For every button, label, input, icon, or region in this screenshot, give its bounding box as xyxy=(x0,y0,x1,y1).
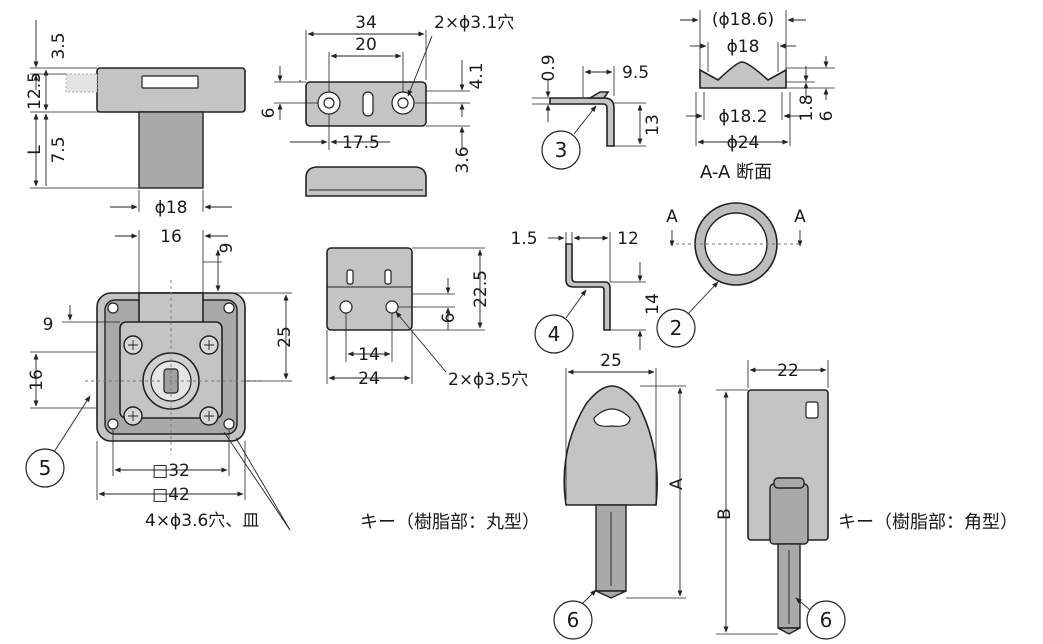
dim-22-5: 22.5 xyxy=(471,270,491,308)
dim-6-plate: 6 xyxy=(259,108,279,119)
part-bubble-6-round: 6 xyxy=(553,600,593,640)
dim-25-key: 25 xyxy=(600,351,622,371)
dim-25: 25 xyxy=(275,326,295,348)
lock-plate-front-view: 22.5 6 14 24 2×ϕ3.5穴 xyxy=(326,247,528,390)
part-bubble-3: 3 xyxy=(541,130,581,170)
dim-1-8: 1.8 xyxy=(797,94,817,121)
dim-16-left: 16 xyxy=(27,369,47,391)
dim-L: L xyxy=(25,145,45,155)
dim-6-ring: 6 xyxy=(817,111,837,122)
dim-9-5: 9.5 xyxy=(622,63,649,83)
dim-9-top: 9 xyxy=(217,243,237,254)
dim-phi18-2: ϕ18.2 xyxy=(718,107,767,127)
dim-6-front: 6 xyxy=(439,313,459,324)
ring-section-view: (ϕ18.6) ϕ18 ϕ18.2 ϕ24 1.8 6 A-A 断面 xyxy=(680,10,837,183)
dim-24: 24 xyxy=(358,369,380,389)
dim-16-top: 16 xyxy=(160,227,182,247)
dim-sq42: □42 xyxy=(152,485,190,505)
dim-22-key: 22 xyxy=(777,361,799,381)
lock-front-view: 16 9 25 9 16 □32 □42 4×ϕ3.6穴、皿 xyxy=(27,227,295,531)
dim-17-5: 17.5 xyxy=(342,133,380,153)
svg-text:5: 5 xyxy=(39,456,52,480)
lock-plate-views: 34 20 2×ϕ3.1穴 4.1 6 17.5 3.6 xyxy=(259,13,514,197)
dim-13: 13 xyxy=(643,114,663,136)
section-mark-left: A xyxy=(666,207,678,227)
key-round-caption: キー（樹脂部：丸型） xyxy=(360,512,540,533)
dim-4-1: 4.1 xyxy=(467,62,487,89)
dim-34: 34 xyxy=(355,13,377,33)
bracket-large-view: 1.5 12 14 xyxy=(510,229,663,350)
svg-text:4: 4 xyxy=(548,322,561,346)
key-round-view: 25 A キー（樹脂部：丸型） xyxy=(360,351,687,607)
key-square-view: 22 B キー（樹脂部：角型） xyxy=(715,360,1018,635)
dim-14-bracket: 14 xyxy=(643,293,663,315)
dim-9-left: 9 xyxy=(43,315,54,335)
dim-3-6: 3.6 xyxy=(453,146,473,173)
dim-0-9: 0.9 xyxy=(539,54,559,81)
dim-A: A xyxy=(667,478,687,490)
dim-2x3-1: 2×ϕ3.1穴 xyxy=(434,13,514,33)
part-bubble-4: 4 xyxy=(534,314,574,354)
dim-B: B xyxy=(715,508,735,520)
key-square-caption: キー（樹脂部：角型） xyxy=(838,512,1018,533)
dim-sq32: □32 xyxy=(152,461,190,481)
bracket-small-view: 0.9 9.5 13 xyxy=(532,54,663,147)
section-caption: A-A 断面 xyxy=(700,162,772,183)
dim-4x3-6: 4×ϕ3.6穴、皿 xyxy=(145,511,259,531)
dim-12-5: 12.5 xyxy=(25,72,45,110)
svg-text:2: 2 xyxy=(670,316,683,340)
dim-20: 20 xyxy=(355,35,377,55)
dim-14-front: 14 xyxy=(358,345,380,365)
dim-3-5: 3.5 xyxy=(49,32,69,59)
part-bubble-5: 5 xyxy=(25,448,65,488)
dim-phi18-ring: ϕ18 xyxy=(727,37,760,57)
lock-side-view: 3.5 12.5 L 7.5 ϕ18 xyxy=(25,20,246,218)
dim-12: 12 xyxy=(617,229,639,249)
ring-front-view: A A xyxy=(666,202,806,317)
dim-phi18-6: (ϕ18.6) xyxy=(712,10,774,30)
svg-text:6: 6 xyxy=(820,608,833,632)
dim-7-5: 7.5 xyxy=(49,136,69,163)
section-mark-right: A xyxy=(794,207,806,227)
dim-phi18-body: ϕ18 xyxy=(155,198,188,218)
dim-phi24: ϕ24 xyxy=(727,133,760,153)
svg-text:6: 6 xyxy=(567,608,580,632)
part-bubble-6-square: 6 xyxy=(806,600,846,640)
dim-1-5: 1.5 xyxy=(510,229,537,249)
dim-2x3-5: 2×ϕ3.5穴 xyxy=(448,370,528,390)
part-bubble-2: 2 xyxy=(656,308,696,348)
svg-text:3: 3 xyxy=(555,138,568,162)
